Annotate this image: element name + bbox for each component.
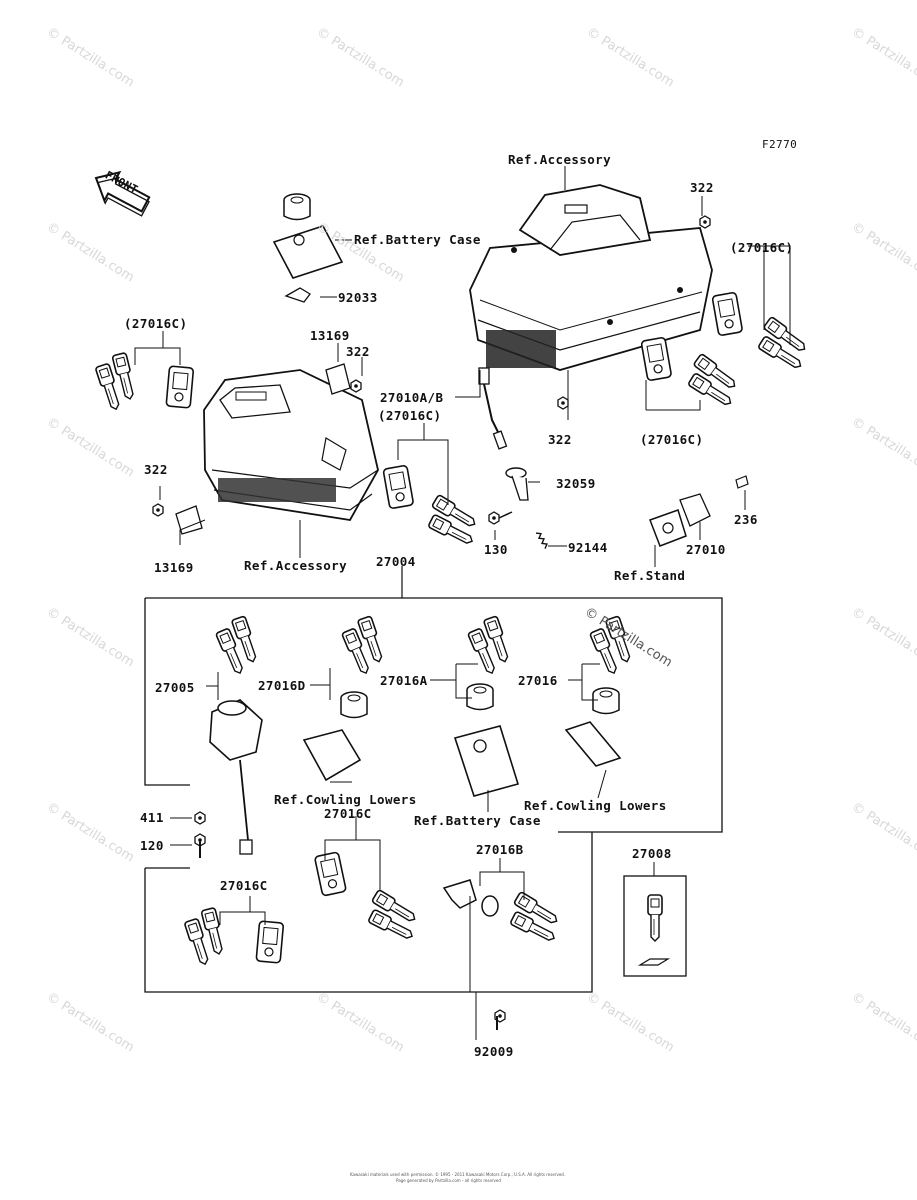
label-ref-cowling-lowers-left: Ref.Cowling Lowers	[274, 792, 417, 807]
label-ref-stand: Ref.Stand	[614, 568, 686, 583]
label-27008: 27008	[632, 846, 672, 861]
nut-322-top-right-drawing	[699, 215, 711, 229]
spring-92144-drawing	[535, 532, 548, 549]
label-ref-battery-case-top: Ref.Battery Case	[354, 232, 481, 247]
label-27016c-right-low: (27016C)	[640, 432, 704, 447]
label-120: 120	[140, 838, 164, 853]
label-27010: 27010	[686, 542, 726, 557]
bracket-32059-drawing	[505, 467, 529, 501]
stand-lock-drawing	[649, 475, 749, 547]
bolt-120-drawing	[194, 833, 206, 858]
lock-27016a-drawing	[453, 615, 520, 797]
label-ref-accessory-left: Ref.Accessory	[244, 558, 348, 573]
label-27016b: 27016B	[476, 842, 524, 857]
figure-code: F2770	[762, 138, 798, 151]
label-13169-top: 13169	[310, 328, 350, 343]
label-322-mid: 322	[346, 344, 370, 359]
lock-27016d-drawing	[302, 615, 388, 782]
label-92144: 92144	[568, 540, 608, 555]
label-ref-accessory-top: Ref.Accessory	[508, 152, 612, 167]
lock-27016c-left-top-drawing	[94, 352, 195, 412]
washer-411-drawing	[194, 811, 206, 825]
label-ref-battery-case-bottom: Ref.Battery Case	[414, 813, 541, 828]
lock-27016-drawing	[564, 615, 636, 767]
label-130: 130	[484, 542, 508, 557]
label-411: 411	[140, 810, 164, 825]
label-27016: 27016	[518, 673, 558, 688]
label-27016c-mid: (27016C)	[378, 408, 442, 423]
lock-27016c-right-low-drawing	[640, 336, 746, 414]
nut-322-right-low-drawing	[557, 396, 569, 410]
top-case-left-drawing	[203, 369, 379, 521]
label-32059: 32059	[556, 476, 596, 491]
label-322-top-right: 322	[690, 180, 714, 195]
kit-27004-outline	[144, 597, 723, 993]
label-92033: 92033	[338, 290, 378, 305]
footer-line-1: Kawasaki materials used with permission.…	[350, 1172, 566, 1177]
label-92009: 92009	[474, 1044, 514, 1059]
label-27005: 27005	[155, 680, 195, 695]
label-322-right-low: 322	[548, 432, 572, 447]
bolt-92009-drawing	[494, 1009, 506, 1030]
label-27010ab: 27010A/B	[380, 390, 444, 405]
footer-line-2: Page generated by Partzilla.com - all ri…	[396, 1178, 501, 1183]
label-13169-bottom: 13169	[154, 560, 194, 575]
label-27016c-right-top: (27016C)	[730, 240, 794, 255]
battery-case-top-drawing	[272, 193, 344, 303]
label-27004: 27004	[376, 554, 416, 569]
lock-27016c-mid-drawing	[382, 464, 486, 553]
label-27016d: 27016D	[258, 678, 306, 693]
plate-13169-bottom-drawing	[152, 503, 203, 535]
label-27016a: 27016A	[380, 673, 428, 688]
label-27016c-left-top: (27016C)	[124, 316, 188, 331]
front-arrow-icon	[94, 170, 151, 217]
cable-27010ab-drawing	[478, 367, 508, 450]
label-ref-cowling-lowers-right: Ref.Cowling Lowers	[524, 798, 667, 813]
label-322-left: 322	[144, 462, 168, 477]
bolt-130-drawing	[488, 511, 513, 525]
lock-27016c-box-mid-drawing	[313, 851, 426, 948]
ignition-switch-27005-drawing	[209, 615, 263, 855]
top-case-right-drawing	[469, 184, 713, 371]
plate-13169-top-drawing	[325, 363, 362, 395]
label-236: 236	[734, 512, 758, 527]
lock-27016b-drawing	[442, 879, 568, 950]
lock-27016c-box-left-drawing	[183, 907, 285, 967]
label-27016c-box-left: 27016C	[220, 878, 268, 893]
key-27008-box	[623, 875, 687, 977]
label-27016c-box-mid: 27016C	[324, 806, 372, 821]
leader-lines	[134, 166, 791, 1040]
